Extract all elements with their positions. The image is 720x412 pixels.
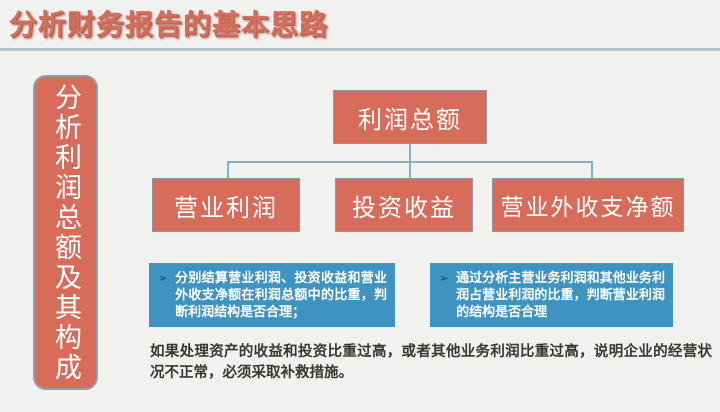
section-banner: 分析利润总额及其构成 [33,75,98,390]
diagram-node-nonoperating-net: 营业外收支净额 [492,178,684,232]
arrow-bullet-icon: ➢ [439,271,450,285]
note-box-profit-structure: ➢ 分别结算营业利润、投资收益和营业外收支净额在利润总额中的比重，判断利润结构是… [149,263,395,327]
diagram-node-label: 投资收益 [352,193,456,222]
connector-horizontal [227,161,593,163]
diagram-node-operating-profit: 营业利润 [152,178,300,232]
title-divider-highlight [0,45,720,47]
slide-title: 分析财务报告的基本思路 [9,8,329,41]
diagram-node-label: 营业利润 [174,193,278,222]
diagram-node-investment-income: 投资收益 [335,178,473,232]
diagram-node-label: 营业外收支净额 [500,195,676,221]
note-text: 通过分析主营业务利润和其他业务利润占营业利润的比重，判断营业利润的结构是否合理 [456,271,665,320]
diagram-node-label: 利润总额 [358,105,462,134]
arrow-bullet-icon: ➢ [158,271,169,285]
diagram-node-total-profit: 利润总额 [333,90,487,144]
footer-remark: 如果处理资产的收益和投资比重过高，或者其他业务利润比重过高，说明企业的经营状况不… [150,344,712,381]
note-text: 分别结算营业利润、投资收益和营业外收支净额在利润总额中的比重，判断利润结构是否合… [175,271,387,320]
title-divider [0,48,720,51]
connector-left-vertical [227,161,229,178]
section-banner-label: 分析利润总额及其构成 [50,82,81,383]
connector-right-vertical [591,161,593,178]
note-box-operating-structure: ➢ 通过分析主营业务利润和其他业务利润占营业利润的比重，判断营业利润的结构是否合… [430,263,673,327]
